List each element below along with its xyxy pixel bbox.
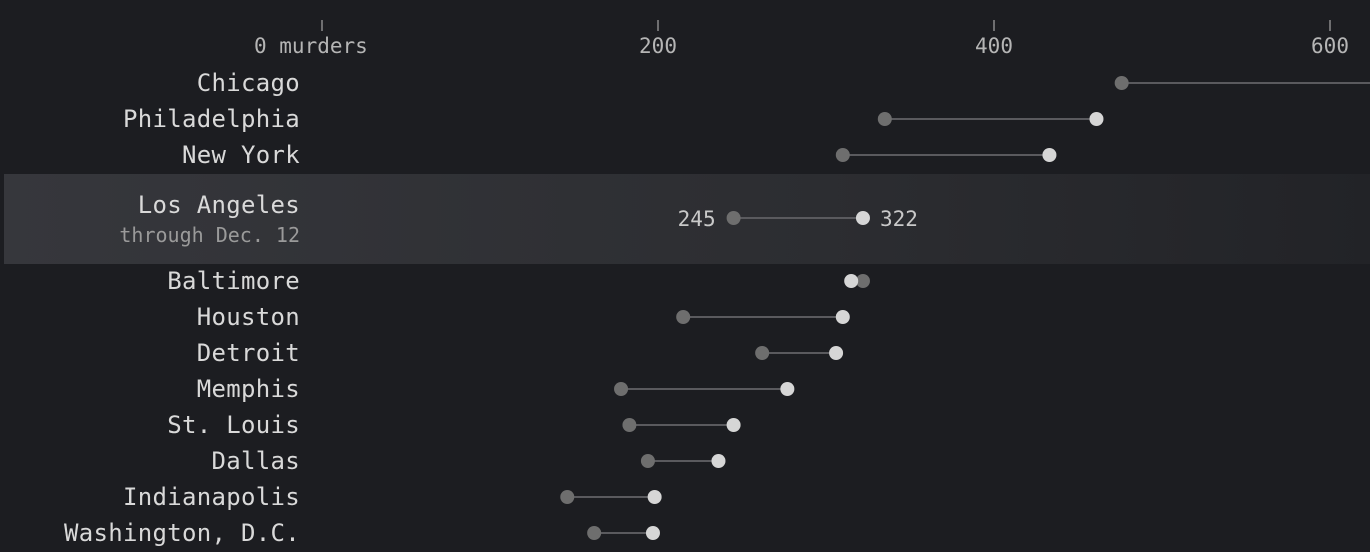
dot-series-b xyxy=(711,454,726,468)
dot-series-b xyxy=(1042,148,1057,162)
dot-series-b xyxy=(726,418,741,432)
x-tick-label: 0 murders xyxy=(254,34,368,58)
dot-series-a xyxy=(877,112,892,126)
dot-series-a xyxy=(622,418,637,432)
city-label: St. Louis xyxy=(167,411,300,439)
highlight-band xyxy=(4,174,1370,264)
dot-series-a xyxy=(676,310,691,324)
dot-series-a xyxy=(755,346,770,360)
dot-series-b xyxy=(647,490,662,504)
dot-series-b xyxy=(855,211,870,225)
dot-series-b xyxy=(780,382,795,396)
dot-series-b xyxy=(645,526,660,540)
city-label: New York xyxy=(182,141,300,169)
city-label: Indianapolis xyxy=(123,483,300,511)
city-label: Houston xyxy=(197,303,300,331)
dot-series-b xyxy=(844,274,859,288)
city-label: Detroit xyxy=(197,339,300,367)
dot-series-a xyxy=(587,526,602,540)
city-label: Baltimore xyxy=(167,267,300,295)
dot-series-b xyxy=(829,346,844,360)
dot-series-b xyxy=(1089,112,1104,126)
city-label: Dallas xyxy=(212,447,301,475)
dot-series-a xyxy=(1114,76,1129,90)
dot-series-b xyxy=(835,310,850,324)
dot-series-a xyxy=(726,211,741,225)
city-label: Los Angeles xyxy=(138,191,300,219)
x-tick-label: 400 xyxy=(975,34,1013,58)
dot-series-a xyxy=(835,148,850,162)
value-label-a: 245 xyxy=(678,207,716,231)
x-tick-label: 200 xyxy=(639,34,677,58)
x-tick-label: 600 xyxy=(1311,34,1349,58)
city-label: Chicago xyxy=(197,69,300,97)
dot-series-a xyxy=(640,454,655,468)
city-note: through Dec. 12 xyxy=(119,223,300,247)
dot-series-a xyxy=(614,382,629,396)
city-label: Memphis xyxy=(197,375,300,403)
dot-series-a xyxy=(855,274,870,288)
value-label-b: 322 xyxy=(880,207,918,231)
city-label: Philadelphia xyxy=(123,105,300,133)
dot-series-a xyxy=(560,490,575,504)
city-label: Washington, D.C. xyxy=(64,519,300,547)
